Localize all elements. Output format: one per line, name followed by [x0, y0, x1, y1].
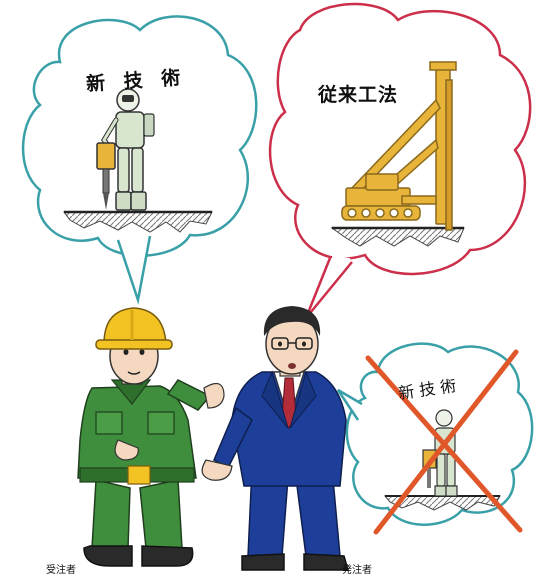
ground-hatching — [63, 211, 213, 233]
contractor-caption: 受注者 — [46, 565, 76, 576]
jackhammer — [96, 142, 116, 210]
rejection-cross — [365, 349, 523, 535]
pile-driver — [341, 61, 457, 231]
client-caption: 発注者 — [342, 565, 372, 576]
conventional-method-bubble — [268, 2, 532, 319]
contractor-worker — [77, 307, 225, 567]
client-official — [201, 306, 349, 571]
robot-figure — [100, 88, 155, 211]
new-technology-bubble — [21, 15, 258, 305]
conventional-method-label: 従来工法 — [318, 84, 399, 106]
rejected-technology-bubble — [336, 342, 534, 535]
